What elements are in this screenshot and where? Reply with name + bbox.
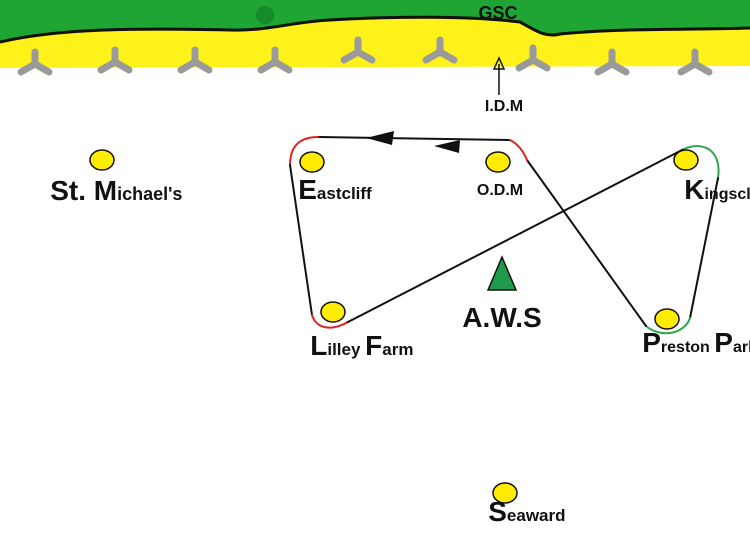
label-initial: P — [714, 327, 733, 358]
gsc-label: GSC — [478, 3, 517, 23]
arrow-left-icon — [366, 131, 394, 145]
lilley-turn — [311, 314, 349, 329]
post-icon — [340, 36, 376, 64]
stations — [89, 149, 699, 504]
station-preston-park — [654, 308, 680, 330]
preston-turn — [645, 317, 691, 335]
post-icon — [97, 46, 133, 74]
coastline: GSC — [0, 0, 750, 68]
station-st-michaels — [89, 149, 115, 171]
label-kingscliff: Kingscliff — [662, 174, 750, 205]
post-icon — [594, 48, 630, 76]
dark-green-dot — [256, 6, 274, 24]
route — [289, 131, 720, 335]
odm-turn — [509, 139, 528, 161]
idm-marker: I.D.M — [485, 56, 523, 115]
aws-label: A.W.S — [462, 302, 541, 333]
label-rest: reston — [661, 339, 714, 356]
label-rest: ingscliff — [704, 186, 750, 203]
station-eastcliff — [299, 151, 325, 173]
arrow-left-icon — [434, 140, 460, 153]
label-rest: ark — [733, 339, 750, 356]
label-initial: L — [310, 330, 327, 361]
eastcliff-turn — [289, 136, 319, 166]
route-diagonal-up — [347, 148, 685, 323]
post-icon — [257, 46, 293, 74]
label-eastcliff: Eastcliff — [276, 174, 385, 205]
label-initial: F — [365, 330, 382, 361]
label-rest: ichael's — [117, 184, 182, 204]
label-preston-park: Preston Park — [620, 327, 750, 358]
label-initial: K — [684, 174, 704, 205]
grass-area — [0, 0, 750, 42]
station-odm — [485, 151, 511, 173]
label-rest: astcliff — [317, 184, 372, 203]
aws-triangle-icon — [486, 255, 518, 291]
label-st-michaels: St. Michael's — [28, 175, 196, 206]
post-icon — [422, 36, 458, 64]
station-seaward — [492, 482, 518, 504]
shore-posts — [17, 36, 713, 76]
label-lilley-farm: Lilley Farm — [288, 330, 427, 361]
odm-label: O.D.M — [477, 182, 523, 199]
shoreline — [0, 15, 750, 44]
label-initial: P — [642, 327, 661, 358]
arrow-up-icon — [492, 56, 506, 70]
station-kingscliff — [673, 149, 699, 171]
kingscliff-turn — [683, 145, 720, 179]
route-right — [689, 177, 719, 319]
route-left — [289, 164, 313, 316]
label-rest: arm — [382, 340, 413, 359]
label-initial: E — [298, 174, 317, 205]
post-icon — [17, 48, 53, 76]
post-icon — [177, 46, 213, 74]
label-rest: illey — [327, 340, 365, 359]
route-diagonal-back — [526, 159, 647, 327]
idm-label: I.D.M — [485, 98, 523, 115]
label-rest: eaward — [507, 506, 566, 525]
label-initial: St. M — [50, 175, 117, 206]
label-initial: S — [488, 496, 507, 527]
label-seaward: Seaward — [466, 496, 579, 527]
post-icon — [677, 48, 713, 76]
route-top — [317, 136, 511, 141]
post-icon — [515, 44, 551, 72]
station-lilley-farm — [320, 301, 346, 323]
